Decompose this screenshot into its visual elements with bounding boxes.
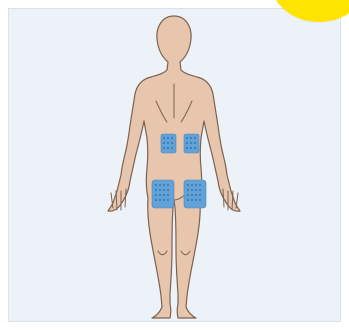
thigh-right-zone[interactable] bbox=[184, 180, 206, 208]
lower-back-left-zone[interactable] bbox=[161, 134, 176, 153]
human-back-figure bbox=[108, 16, 240, 318]
human-body-outline bbox=[108, 16, 240, 318]
thigh-left-zone[interactable] bbox=[152, 180, 174, 208]
lower-back-right-zone[interactable] bbox=[184, 134, 199, 153]
lower-back-left-dots bbox=[163, 137, 173, 149]
lower-back-right-dots bbox=[186, 137, 196, 149]
